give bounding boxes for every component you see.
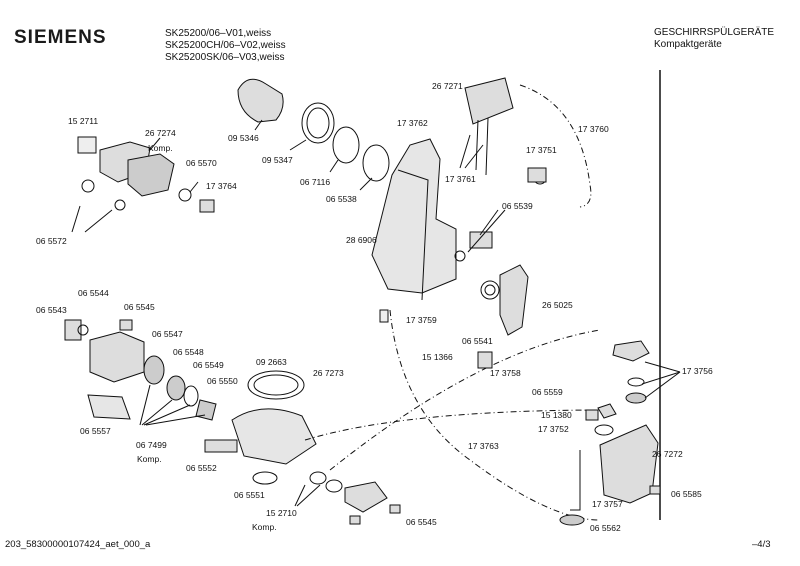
part-label: 06 5548 [173,347,204,357]
part-label: 17 3758 [490,368,521,378]
part-label: 06 5549 [193,360,224,370]
leader [294,484,306,507]
leader [641,371,681,385]
leader [71,205,81,233]
part-label: 17 3760 [578,124,609,134]
category-title: GESCHIRRSPÜLGERÄTE [654,27,775,38]
part-label: 06 5541 [462,336,493,346]
part-label: 06 5570 [186,158,217,168]
part-label: 17 3751 [526,145,557,155]
part-label: 28 6906 [346,235,377,245]
page-number: –4/3 [752,539,771,550]
inlet-valve-assembly [77,136,215,213]
filter-and-rings [237,78,390,182]
part-label: 17 3752 [538,424,569,434]
leader [644,361,681,373]
part-label: 17 3759 [406,315,437,325]
leader [479,209,499,236]
model-line-1: SK25200/06–V01,weiss [165,28,272,39]
part-label: Komp. [252,522,277,532]
part-label: 06 5543 [36,305,67,315]
part-label: 17 3761 [445,174,476,184]
part-label: 26 7274 [145,128,176,138]
part-label: 15 1366 [422,352,453,362]
hose-dashed [519,84,592,208]
part-label: Komp. [137,454,162,464]
model-line-3: SK25200SK/06–V03,weiss [165,52,285,63]
part-label: 06 5559 [532,387,563,397]
leader [296,484,321,507]
leader [145,414,206,426]
part-label: 09 2663 [256,357,287,367]
part-label: 06 5557 [80,426,111,436]
part-label: 17 3762 [397,118,428,128]
part-label: 06 5585 [671,489,702,499]
part-label: 26 5025 [542,300,573,310]
leader [467,209,506,253]
part-label: 06 5572 [36,236,67,246]
sump-assembly [204,370,401,525]
level-control-assembly [559,340,661,526]
model-line-2: SK25200CH/06–V02,weiss [165,40,286,51]
leader [254,119,263,131]
part-label: 06 5547 [152,329,183,339]
part-label: 26 7271 [432,81,463,91]
part-label: 09 5346 [228,133,259,143]
part-label: 17 3757 [592,499,623,509]
part-label: 06 7499 [136,440,167,450]
hose-dashed [389,309,601,521]
subcategory-title: Kompaktgeräte [654,39,722,50]
leader [143,404,191,426]
brand-logo: SIEMENS [14,27,107,48]
leader [644,371,681,399]
part-label: 06 5544 [78,288,109,298]
part-label: 26 7272 [652,449,683,459]
part-label: 06 5550 [207,376,238,386]
part-label: 17 3764 [206,181,237,191]
part-label: 17 3763 [468,441,499,451]
part-label: Komp. [148,143,173,153]
leader [139,384,151,426]
part-label: 17 3756 [682,366,713,376]
part-label: 26 7273 [313,368,344,378]
leader [141,399,173,426]
hose-dashed [329,329,601,471]
leader [189,181,199,193]
part-label: 15 2710 [266,508,297,518]
part-label: 06 5551 [234,490,265,500]
drain-parts [379,264,529,369]
leader [459,134,471,169]
part-label: 06 7116 [300,177,331,187]
leader [359,177,373,191]
pump-motor-assembly [64,319,217,421]
part-label: 06 5562 [590,523,621,533]
leader [329,159,339,173]
part-label: 06 5545 [124,302,155,312]
hose-dashed [304,409,606,441]
leader [149,137,161,151]
water-tank [371,77,547,301]
part-label: 06 5538 [326,194,357,204]
part-label: 06 5539 [502,201,533,211]
leader [289,139,307,151]
part-label: 06 5545 [406,517,437,527]
part-label: 15 1380 [541,410,572,420]
leader [84,209,113,233]
part-label: 06 5552 [186,463,217,473]
leader [464,144,484,169]
part-label: 09 5347 [262,155,293,165]
part-label: 15 2711 [68,116,99,126]
drawing-id: 203_58300000107424_aet_000_a [5,539,151,550]
